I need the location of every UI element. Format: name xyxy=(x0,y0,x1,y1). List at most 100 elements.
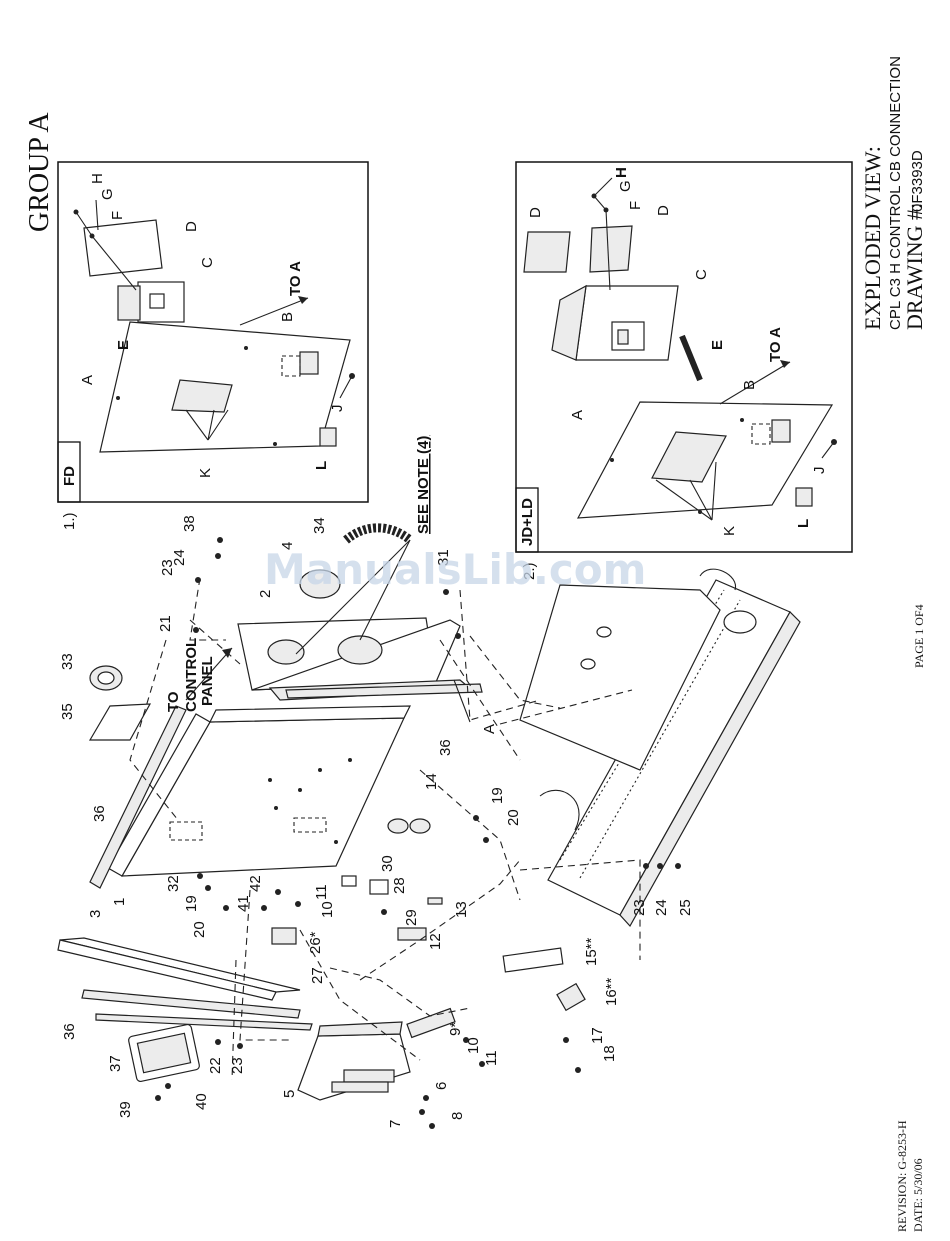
part-12-block xyxy=(397,927,427,941)
main-assembly: SEE NOTE (4) TO CONTROL PANEL A xyxy=(57,436,801,1129)
part-label-36a: 36 xyxy=(91,805,108,822)
fd-to-a: TO A xyxy=(287,261,304,296)
part-label-21: 21 xyxy=(157,615,174,632)
jdld-letter-g: G xyxy=(617,180,634,192)
part-28-clip xyxy=(369,879,389,895)
part-4-fitting xyxy=(299,569,341,599)
part-label-24b: 24 xyxy=(653,899,670,916)
jdld-letter-h: H xyxy=(613,167,630,178)
jdld-letter-k: K xyxy=(721,526,738,536)
part-label-19a: 19 xyxy=(183,895,200,912)
fd-letter-h: H xyxy=(89,173,106,184)
part-36-strip-right xyxy=(285,683,483,699)
part-1-chassis xyxy=(107,705,411,877)
part-label-13: 13 xyxy=(453,901,470,918)
fd-terminal-b xyxy=(299,351,319,375)
inset-fd: FD 1.) A B C D E F G xyxy=(57,161,369,530)
jdld-terminal-b xyxy=(771,419,791,443)
part-5-bracket xyxy=(297,1021,411,1101)
fd-letter-g: G xyxy=(99,188,116,200)
fd-terminal-l xyxy=(319,427,337,447)
part-34-conduit xyxy=(343,523,413,544)
inset-fd-number: 1.) xyxy=(61,512,78,530)
part-number-labels: 1 2 3 4 5 6 7 8 9* 10 10 11 11 12 13 14 … xyxy=(59,515,694,1128)
part-label-35: 35 xyxy=(59,703,76,720)
part-label-4: 4 xyxy=(279,542,296,550)
revision-text: REVISION: G-8253-H xyxy=(895,1120,909,1232)
part-label-30: 30 xyxy=(379,855,396,872)
inset-fd-frame xyxy=(57,161,369,503)
date-text: DATE: 5/30/06 xyxy=(911,1158,925,1232)
part-15-bracket xyxy=(502,947,564,973)
inset-fd-tab xyxy=(57,441,81,503)
part-13-clip xyxy=(427,897,443,905)
part-16-block xyxy=(556,982,586,1012)
part-label-2: 2 xyxy=(257,590,274,598)
part-label-9: 9* xyxy=(447,1022,464,1036)
part-30-clip xyxy=(341,875,357,887)
part-35-plate xyxy=(88,703,152,741)
part-label-33: 33 xyxy=(59,653,76,670)
jdld-letter-b: B xyxy=(741,380,758,390)
view-title: EXPLODED VIEW: xyxy=(860,146,885,330)
drawing-number: 0F3393D xyxy=(909,150,926,212)
jdld-letter-d2: D xyxy=(655,205,672,216)
part-label-36c: 36 xyxy=(61,1023,78,1040)
part-label-22: 22 xyxy=(207,1057,224,1074)
inset-jdld-frame xyxy=(515,161,853,553)
part-label-8: 8 xyxy=(449,1112,466,1120)
page-number: PAGE 1 OF4 xyxy=(912,604,926,668)
jdld-plate-d2 xyxy=(589,225,633,273)
part-14-knob-a xyxy=(387,818,409,834)
to-control-panel-line3: PANEL xyxy=(199,656,216,706)
part-label-27: 27 xyxy=(309,967,326,984)
part-label-5: 5 xyxy=(281,1090,298,1098)
watermark: ManualsLib.com xyxy=(264,545,646,594)
part-label-28: 28 xyxy=(391,877,408,894)
jdld-letter-f: F xyxy=(627,201,644,210)
fasteners xyxy=(155,537,681,1129)
fd-letter-f: F xyxy=(109,211,126,220)
part-label-16: 16** xyxy=(603,977,620,1006)
part-label-38: 38 xyxy=(181,515,198,532)
part-label-23c: 23 xyxy=(631,899,648,916)
frame-rail xyxy=(499,568,801,928)
inset-jdld-tab xyxy=(515,487,539,553)
to-control-panel-line2: CONTROL xyxy=(183,638,200,712)
part-label-14: 14 xyxy=(423,773,440,790)
jdld-to-a: TO A xyxy=(767,327,784,362)
part-label-12: 12 xyxy=(427,933,444,950)
view-subtitle: CPL C3 H CONTROL CB CONNECTION xyxy=(887,56,904,330)
part-label-26: 26* xyxy=(307,931,324,954)
fd-plate-d xyxy=(83,219,163,277)
part-label-39: 39 xyxy=(117,1101,134,1118)
fd-letter-k: K xyxy=(197,468,214,478)
see-note-callout: SEE NOTE (4) xyxy=(415,436,432,534)
jdld-letter-a: A xyxy=(569,410,586,420)
part-36-strip-top xyxy=(89,705,187,889)
part-3-panel xyxy=(57,937,313,1031)
fd-plate-window xyxy=(171,379,233,413)
part-label-6: 6 xyxy=(433,1082,450,1090)
part-label-34: 34 xyxy=(311,517,328,534)
part-label-42: 42 xyxy=(247,875,264,892)
part-label-41: 41 xyxy=(235,895,252,912)
jdld-screw-e xyxy=(679,334,703,382)
part-label-25: 25 xyxy=(677,899,694,916)
to-control-panel-line1: TO xyxy=(165,691,182,712)
inset-jdld: JD+LD 2.) A B C D xyxy=(515,161,853,580)
fd-letter-l: L xyxy=(313,461,330,470)
part-label-32: 32 xyxy=(165,875,182,892)
fd-letter-j: J xyxy=(329,405,346,413)
part-label-23b: 23 xyxy=(229,1057,246,1074)
part-27-block xyxy=(271,927,297,945)
part-label-3: 3 xyxy=(87,910,104,918)
drawing-label: DRAWING #: xyxy=(902,203,927,330)
jdld-plate-window xyxy=(651,431,727,483)
part-label-24a: 24 xyxy=(171,549,188,566)
title-block: EXPLODED VIEW: CPL C3 H CONTROL CB CONNE… xyxy=(860,56,927,330)
part-label-11a: 11 xyxy=(313,884,330,900)
jdld-letter-e: E xyxy=(709,340,726,350)
jdld-letter-l: L xyxy=(795,519,812,528)
